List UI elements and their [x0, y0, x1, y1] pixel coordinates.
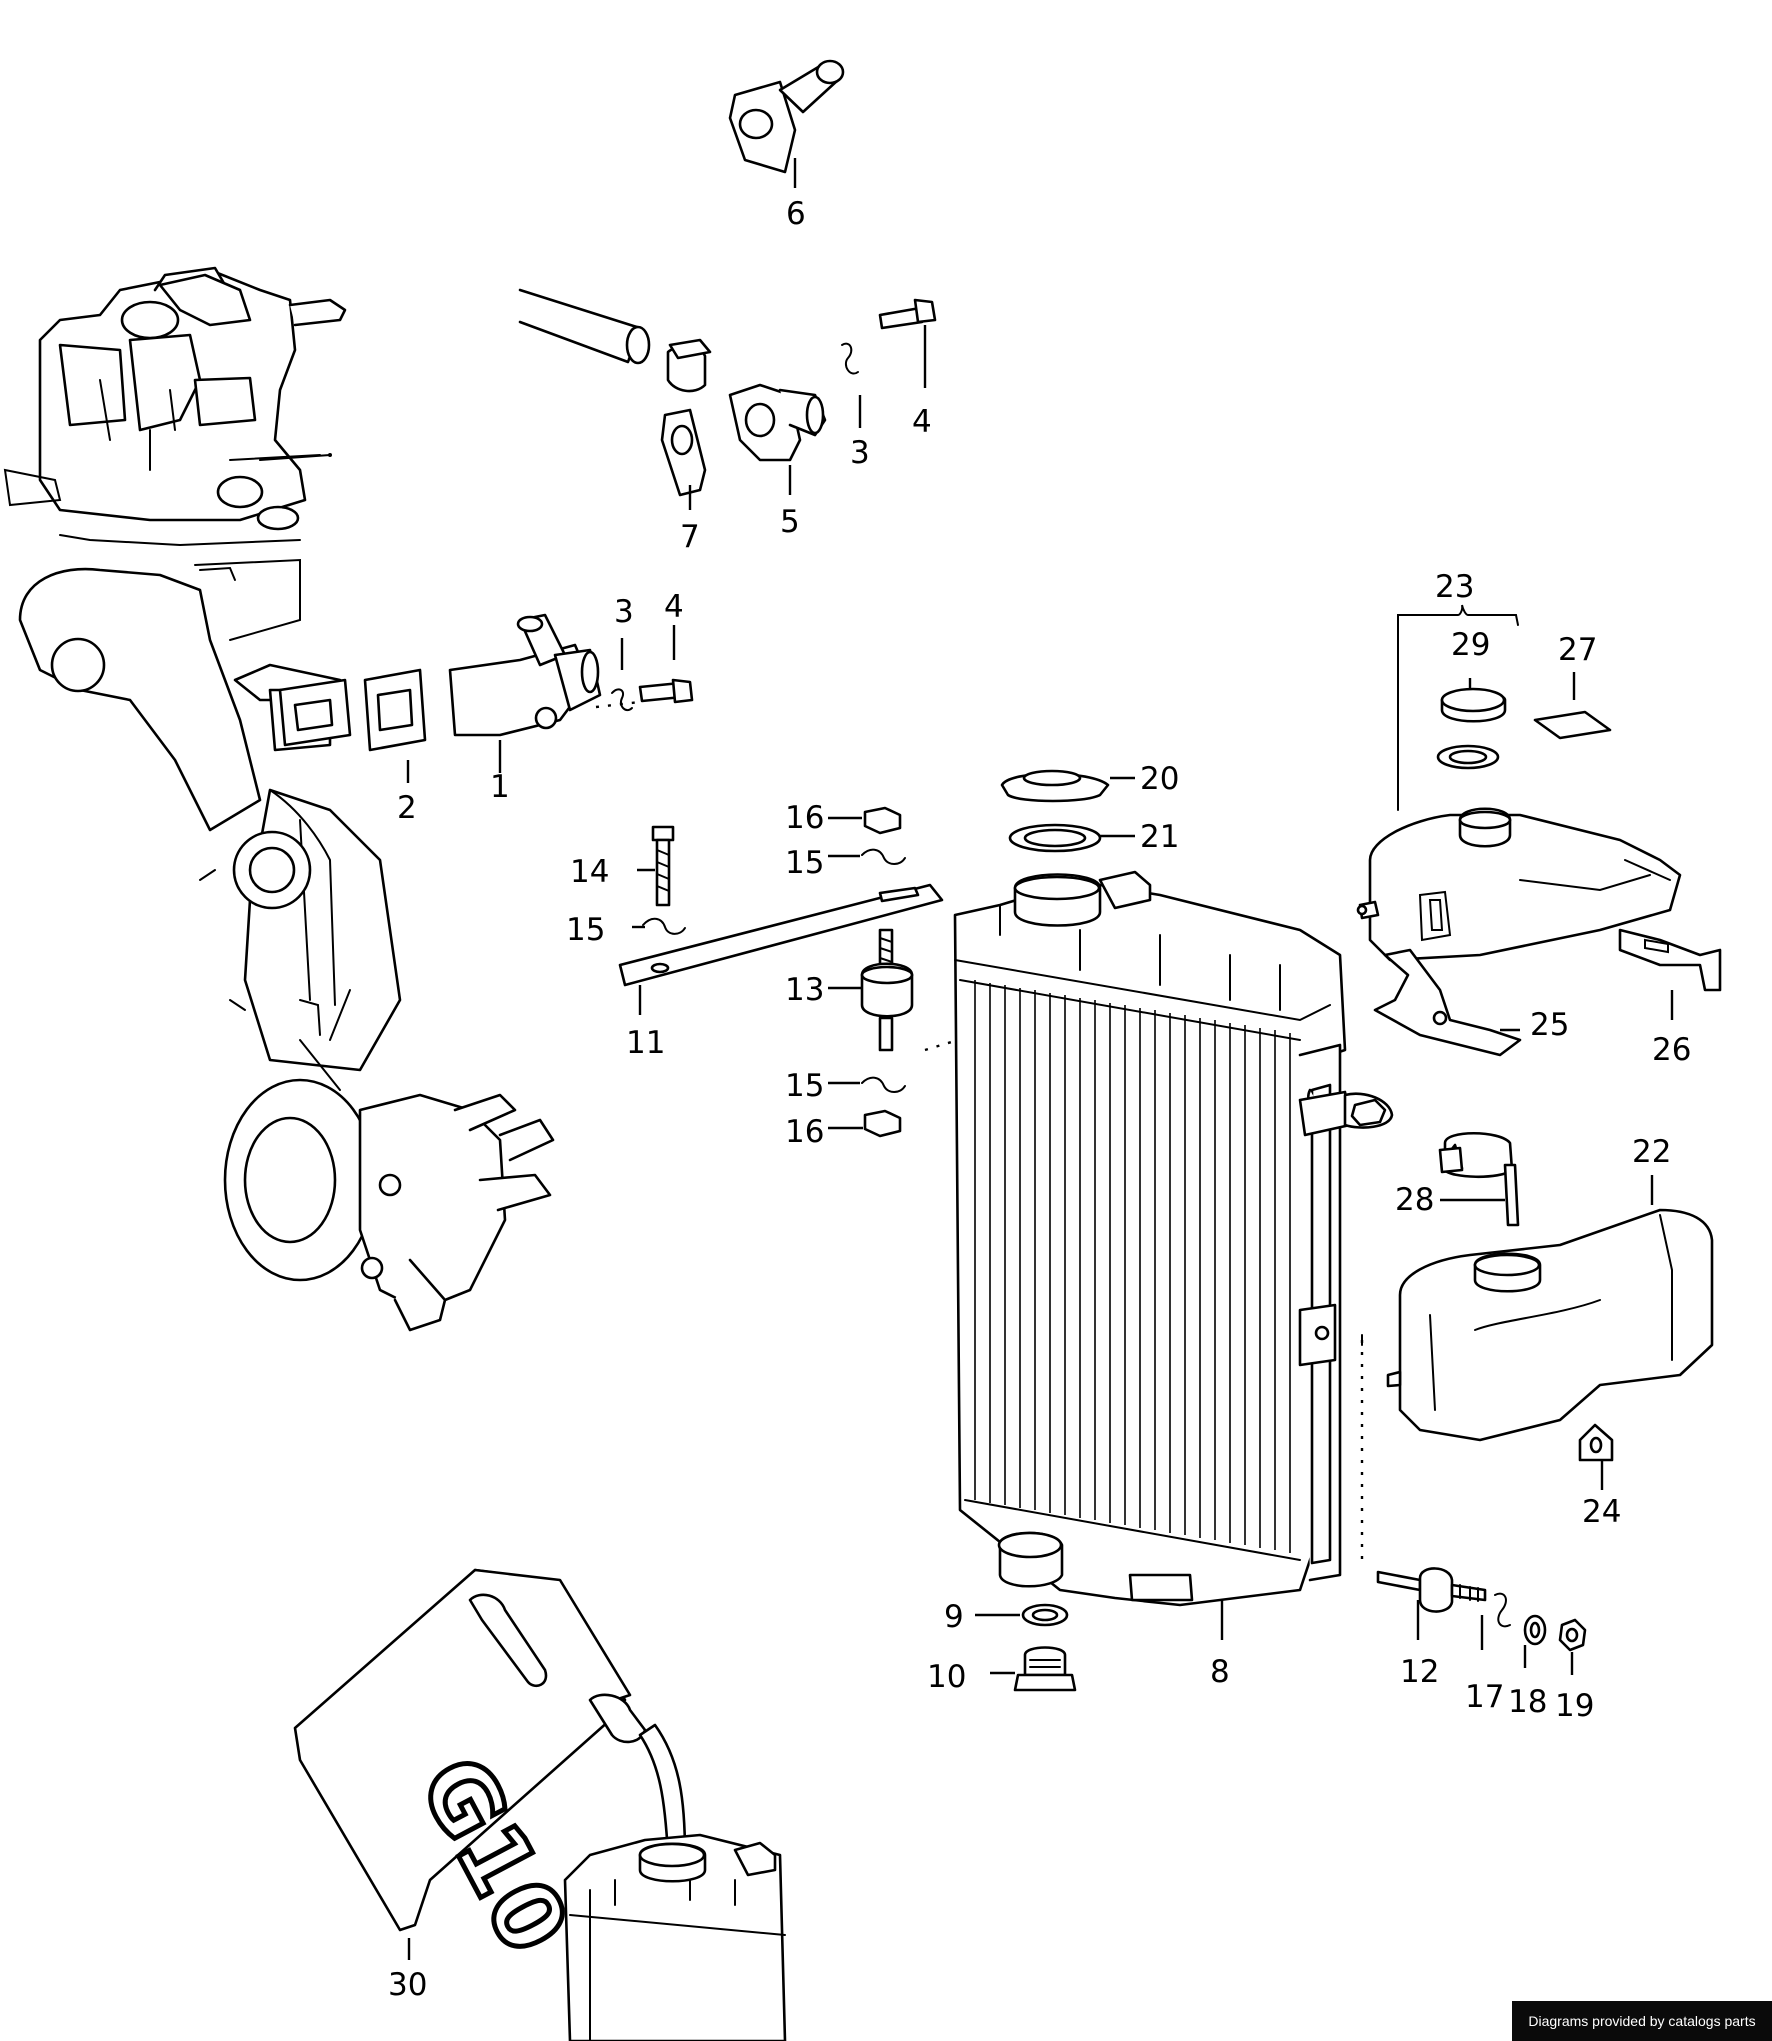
- label-part-8: 8: [1210, 1654, 1230, 1690]
- part-number-labels: 6 5 7 3 4 3 4 2 1 14 15 11 16 15 13 15 1…: [388, 196, 1691, 2003]
- label-part-3-upper: 3: [850, 435, 870, 471]
- clip-part-24: [1578, 1423, 1614, 1462]
- sensor-part-12-and-fasteners: [1376, 1567, 1587, 1652]
- label-part-3-lower: 3: [614, 594, 634, 630]
- bracket-part-25: [1373, 948, 1522, 1057]
- expansion-tank-part-22: [1386, 1208, 1714, 1442]
- radiator-core-fins: [974, 980, 1291, 1553]
- rubber-mount-part-13: [860, 806, 959, 1138]
- label-part-27: 27: [1558, 632, 1597, 668]
- coolant-flange-part-6: [728, 59, 845, 174]
- label-part-22: 22: [1632, 1134, 1671, 1170]
- label-part-18: 18: [1508, 1684, 1547, 1720]
- label-part-25: 25: [1530, 1007, 1569, 1043]
- coolant-pipe-parts-1-2-3-4: [278, 613, 694, 752]
- label-part-11: 11: [626, 1025, 665, 1061]
- label-part-4-upper: 4: [912, 404, 932, 440]
- label-part-16-bottom: 16: [785, 1114, 824, 1150]
- label-part-6: 6: [786, 196, 806, 232]
- label-part-10: 10: [927, 1659, 966, 1695]
- label-part-7: 7: [680, 519, 700, 555]
- label-part-24: 24: [1582, 1494, 1621, 1530]
- diagram-credit-footer: Diagrams provided by catalogs parts: [1512, 2001, 1772, 2041]
- label-part-12: 12: [1400, 1654, 1439, 1690]
- label-part-14: 14: [570, 854, 609, 890]
- label-part-26: 26: [1652, 1032, 1691, 1068]
- label-part-9: 9: [944, 1599, 964, 1635]
- label-part-15-left: 15: [566, 912, 605, 948]
- label-part-17: 17: [1465, 1679, 1504, 1715]
- radiator-fill-view: [563, 1833, 787, 2041]
- bracket-part-26: [1618, 928, 1722, 992]
- label-part-21: 21: [1140, 819, 1179, 855]
- radiator-cap-part-20: [1000, 769, 1110, 853]
- radiator-bracket-part-11: [618, 825, 944, 987]
- label-part-2: 2: [397, 790, 417, 826]
- label-part-5: 5: [780, 504, 800, 540]
- label-part-13: 13: [785, 972, 824, 1008]
- label-part-29: 29: [1451, 627, 1490, 663]
- label-part-15-top: 15: [785, 845, 824, 881]
- leader-lines: [406, 158, 1674, 1960]
- label-part-15-bottom: 15: [785, 1068, 824, 1104]
- expansion-tank-upper-part-23: [1356, 604, 1682, 962]
- label-part-30: 30: [388, 1967, 427, 2003]
- label-part-20: 20: [1140, 761, 1179, 797]
- label-part-19: 19: [1555, 1688, 1594, 1724]
- radiator-part-8: [953, 870, 1394, 1607]
- upper-hose-and-flange: [518, 288, 937, 497]
- label-part-4-lower: 4: [664, 589, 684, 625]
- label-part-16-top: 16: [785, 800, 824, 836]
- label-part-28: 28: [1395, 1182, 1434, 1218]
- label-part-1: 1: [490, 769, 510, 805]
- carburetor-assembly: [3, 266, 347, 547]
- label-part-23: 23: [1435, 569, 1474, 605]
- level-sender-part-28: [1438, 1131, 1520, 1227]
- seal-and-plug-parts-9-10: [1013, 1603, 1077, 1692]
